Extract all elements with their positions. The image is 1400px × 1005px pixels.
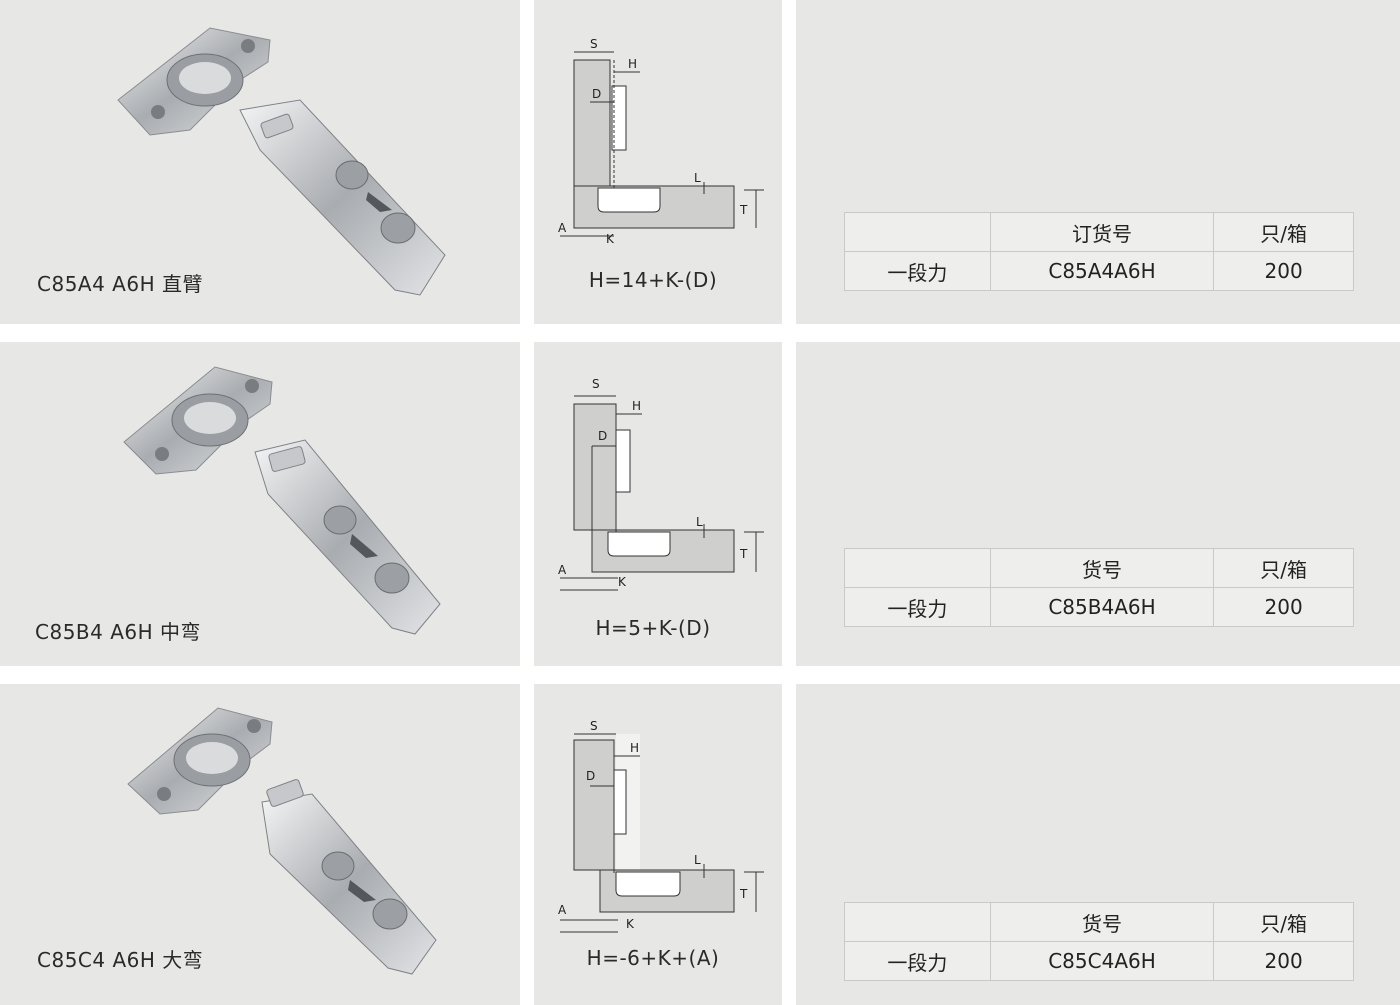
dim-t: T — [739, 203, 748, 217]
spec-table-panel: 订货号 只/箱 一段力 C85A4A6H 200 — [796, 0, 1400, 324]
table-header-cell: 货号 — [989, 548, 1215, 588]
overlay-diagram-icon: S H D L T A K — [558, 719, 764, 933]
formula: H=5+K-(D) — [595, 616, 711, 640]
hinge-photo-icon — [117, 27, 446, 296]
product-row-3: C85C4 A6H 大弯 S H D L T A K H=-6+K+(A) — [0, 684, 1400, 1005]
product-row-2: C85B4 A6H 中弯 S H D L T A K H=5+K-(D) — [0, 342, 1400, 666]
dim-s: S — [592, 377, 600, 391]
spec-table: 货号 只/箱 一段力 C85C4A6H 200 — [844, 902, 1354, 981]
table-header-cell — [844, 548, 991, 588]
dim-l: L — [694, 171, 701, 185]
product-row-1: C85A4 A6H 直臂 S H D L T A K H=14+K-(D) — [0, 0, 1400, 324]
hinge-photo-panel: C85C4 A6H 大弯 — [0, 684, 520, 1005]
dim-k: K — [618, 575, 627, 589]
spec-table: 订货号 只/箱 一段力 C85A4A6H 200 — [844, 212, 1354, 291]
dim-a: A — [558, 903, 567, 917]
dim-l: L — [694, 853, 701, 867]
table-cell: C85B4A6H — [989, 587, 1215, 627]
table-row: 一段力 C85C4A6H 200 — [844, 941, 1354, 981]
hinge-photo-icon — [123, 366, 441, 635]
dim-s: S — [590, 719, 598, 733]
hinge-photo-icon — [127, 707, 437, 975]
table-cell: 一段力 — [844, 251, 991, 291]
table-header-cell — [844, 902, 991, 942]
table-header-cell: 订货号 — [989, 212, 1215, 252]
table-header-cell: 货号 — [989, 902, 1215, 942]
table-cell: 一段力 — [844, 587, 991, 627]
table-header-row: 货号 只/箱 — [844, 548, 1354, 588]
table-cell: 200 — [1213, 251, 1354, 291]
model-label: C85C4 A6H 大弯 — [37, 948, 204, 972]
table-cell: 一段力 — [844, 941, 991, 981]
dim-k: K — [626, 917, 635, 931]
table-row: 一段力 C85B4A6H 200 — [844, 587, 1354, 627]
model-label: C85A4 A6H 直臂 — [37, 272, 203, 296]
overlay-diagram-panel: S H D L T A K H=-6+K+(A) — [534, 684, 782, 1005]
dim-a: A — [558, 221, 567, 235]
table-header-row: 订货号 只/箱 — [844, 212, 1354, 252]
overlay-diagram-icon: S H D L T A K — [558, 377, 764, 591]
overlay-diagram-panel: S H D L T A K H=5+K-(D) — [534, 342, 782, 666]
spec-table-panel: 货号 只/箱 一段力 C85B4A6H 200 — [796, 342, 1400, 666]
dim-d: D — [598, 429, 607, 443]
table-cell: 200 — [1213, 941, 1354, 981]
table-header-cell: 只/箱 — [1213, 212, 1354, 252]
dim-k: K — [606, 232, 615, 246]
dim-t: T — [739, 887, 748, 901]
table-header-row: 货号 只/箱 — [844, 902, 1354, 942]
dim-a: A — [558, 563, 567, 577]
dim-h: H — [632, 399, 641, 413]
table-row: 一段力 C85A4A6H 200 — [844, 251, 1354, 291]
table-cell: C85A4A6H — [989, 251, 1215, 291]
dim-h: H — [630, 741, 639, 755]
table-header-cell: 只/箱 — [1213, 902, 1354, 942]
dim-d: D — [586, 769, 595, 783]
formula: H=14+K-(D) — [588, 268, 718, 292]
overlay-diagram-icon: S H D L T A K — [558, 37, 764, 246]
overlay-diagram-panel: S H D L T A K H=14+K-(D) — [534, 0, 782, 324]
table-cell: C85C4A6H — [989, 941, 1215, 981]
table-header-cell: 只/箱 — [1213, 548, 1354, 588]
table-cell: 200 — [1213, 587, 1354, 627]
dim-h: H — [628, 57, 637, 71]
dim-d: D — [592, 87, 601, 101]
table-header-cell — [844, 212, 991, 252]
formula: H=-6+K+(A) — [586, 946, 720, 970]
hinge-photo-panel: C85A4 A6H 直臂 — [0, 0, 520, 324]
spec-table-panel: 货号 只/箱 一段力 C85C4A6H 200 — [796, 684, 1400, 1005]
dim-l: L — [696, 515, 703, 529]
hinge-photo-panel: C85B4 A6H 中弯 — [0, 342, 520, 666]
dim-s: S — [590, 37, 598, 51]
dim-t: T — [739, 547, 748, 561]
model-label: C85B4 A6H 中弯 — [35, 620, 202, 644]
spec-table: 货号 只/箱 一段力 C85B4A6H 200 — [844, 548, 1354, 627]
